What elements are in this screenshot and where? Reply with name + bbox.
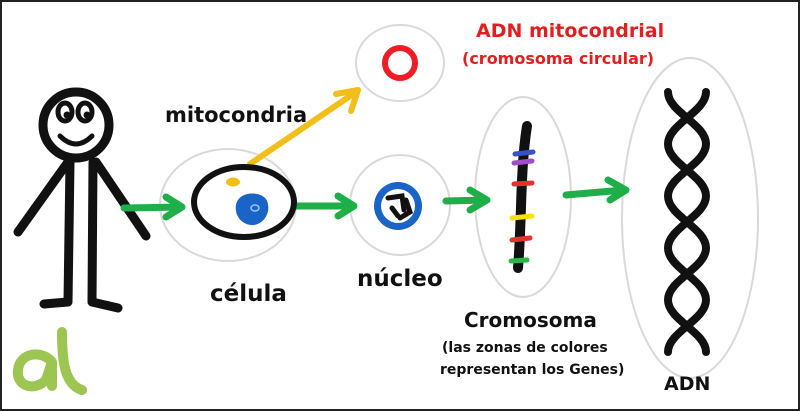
right-leg — [87, 157, 123, 313]
stick-figure — [13, 87, 151, 313]
gene-band — [509, 213, 535, 221]
nucleus — [374, 182, 422, 230]
label-mtdna-sub: (cromosoma circular) — [462, 49, 654, 68]
cell — [191, 164, 297, 240]
left-eye — [55, 100, 75, 124]
chromosome-body — [513, 121, 532, 273]
arrow-person-to-cell — [120, 193, 186, 221]
right-eye — [75, 100, 95, 124]
mtdna-bubble — [355, 24, 445, 102]
circular-chromosome — [382, 45, 418, 81]
gene-band — [508, 257, 530, 264]
smile — [57, 133, 95, 147]
label-dna: ADN — [664, 373, 710, 395]
label-mtdna: ADN mitocondrial — [476, 20, 664, 42]
label-mitochondria: mitocondria — [165, 103, 307, 127]
gene-band — [511, 158, 535, 166]
chromatin — [385, 193, 414, 221]
gene-band — [512, 149, 536, 157]
arrow-chromosome-to-dna — [562, 176, 630, 204]
gene-band — [509, 235, 533, 243]
left-leg — [39, 157, 75, 309]
green-arrows — [120, 176, 630, 221]
label-chromosome-note-1: (las zonas de colores — [442, 340, 608, 356]
arrow-nucleus-to-chromosome — [442, 186, 491, 214]
dna-bubble — [621, 57, 759, 379]
label-nucleus: núcleo — [357, 266, 443, 292]
arrow-cell-to-nucleus — [292, 192, 358, 220]
arrow-mitochondria-to-mtdna — [247, 87, 361, 167]
dna-strand-2 — [663, 88, 711, 356]
mitochondrion — [226, 177, 240, 187]
gene-bands — [508, 149, 536, 264]
label-chromosome: Cromosoma — [464, 308, 597, 332]
gene-band — [511, 180, 535, 187]
head — [38, 87, 114, 163]
left-arm — [13, 157, 73, 237]
dna-double-helix — [663, 88, 711, 356]
chromosome — [508, 121, 536, 273]
logo — [12, 327, 87, 395]
label-cell: célula — [210, 281, 287, 307]
right-arm — [91, 157, 151, 241]
label-chromosome-note-2: representan los Genes) — [440, 362, 624, 378]
